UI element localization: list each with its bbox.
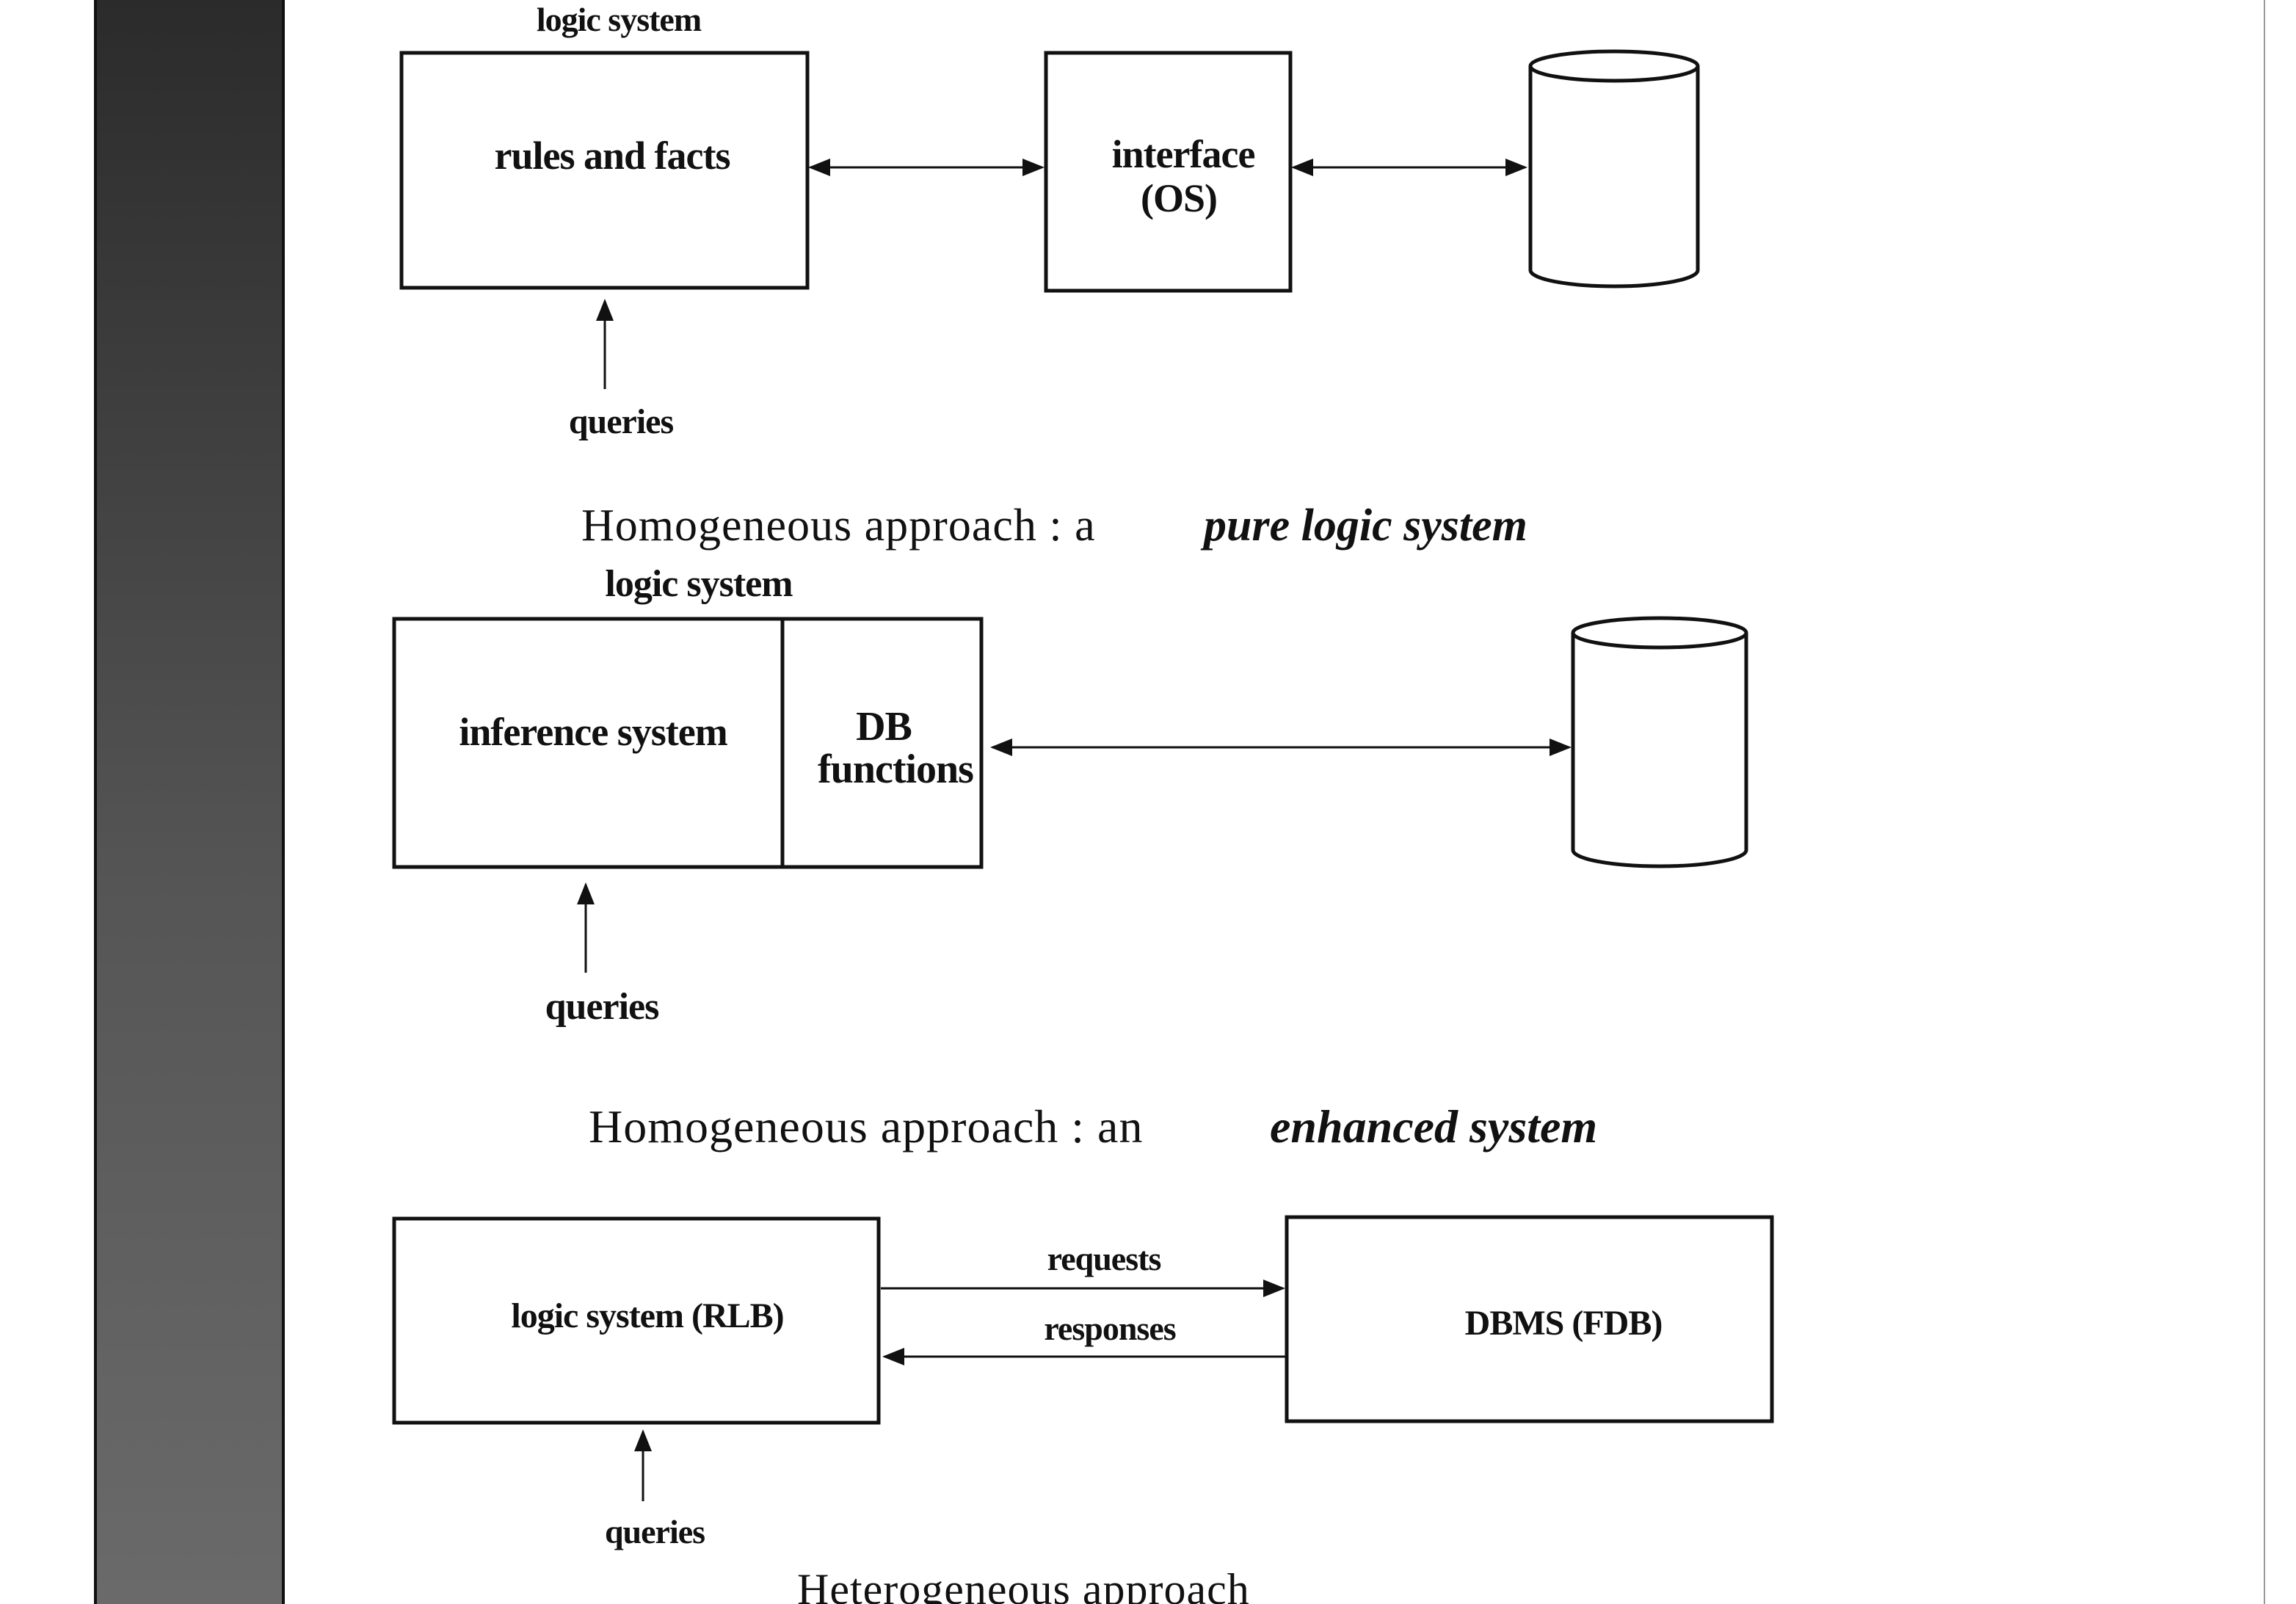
database-cylinder-icon: [1528, 49, 1700, 288]
rules-and-facts-box: [399, 51, 810, 290]
interface-os-box: [1044, 51, 1293, 293]
inference-system-label: inference system: [459, 710, 727, 754]
queries-label: queries: [569, 402, 674, 441]
diagram-caption-emphasis: enhanced system: [1270, 1100, 1597, 1153]
dbms-fdb-label: DBMS (FDB): [1465, 1304, 1663, 1343]
logic-system-rlb-label: logic system (RLB): [511, 1296, 783, 1335]
logic-system-label: logic system: [605, 563, 793, 605]
os-label: (OS): [1141, 176, 1217, 220]
interface-label: interface: [1112, 132, 1255, 176]
page-edge-line: [2264, 0, 2265, 1604]
queries-label: queries: [545, 986, 659, 1028]
queries-label: queries: [605, 1513, 705, 1550]
database-cylinder-icon: [1571, 616, 1748, 868]
logic-system-rlb-box: [392, 1216, 881, 1425]
diagram-caption: Homogeneous approach : an: [589, 1100, 1143, 1153]
diagram-caption: Homogeneous approach : a: [581, 501, 1096, 551]
slide-sidebar: [94, 0, 285, 1604]
logic-system-box: [392, 617, 984, 869]
rules-and-facts-label: rules and facts: [495, 134, 730, 178]
functions-label: functions: [818, 747, 973, 792]
requests-label: requests: [1047, 1240, 1161, 1277]
diagram-caption-emphasis: pure logic system: [1200, 501, 1527, 551]
diagram-caption: Heterogeneous approach: [797, 1565, 1250, 1604]
diagram-pure-logic-system: logic system rules and facts interface (…: [399, 1, 1700, 551]
db-label: DB: [856, 704, 912, 750]
diagram-enhanced-system: logic system inference system DB functio…: [392, 563, 1748, 1153]
diagram-heterogeneous: logic system (RLB) DBMS (FDB) requests r…: [392, 1215, 1774, 1604]
responses-label: responses: [1044, 1310, 1175, 1347]
dbms-fdb-box: [1285, 1215, 1774, 1423]
logic-system-label: logic system: [537, 1, 702, 38]
